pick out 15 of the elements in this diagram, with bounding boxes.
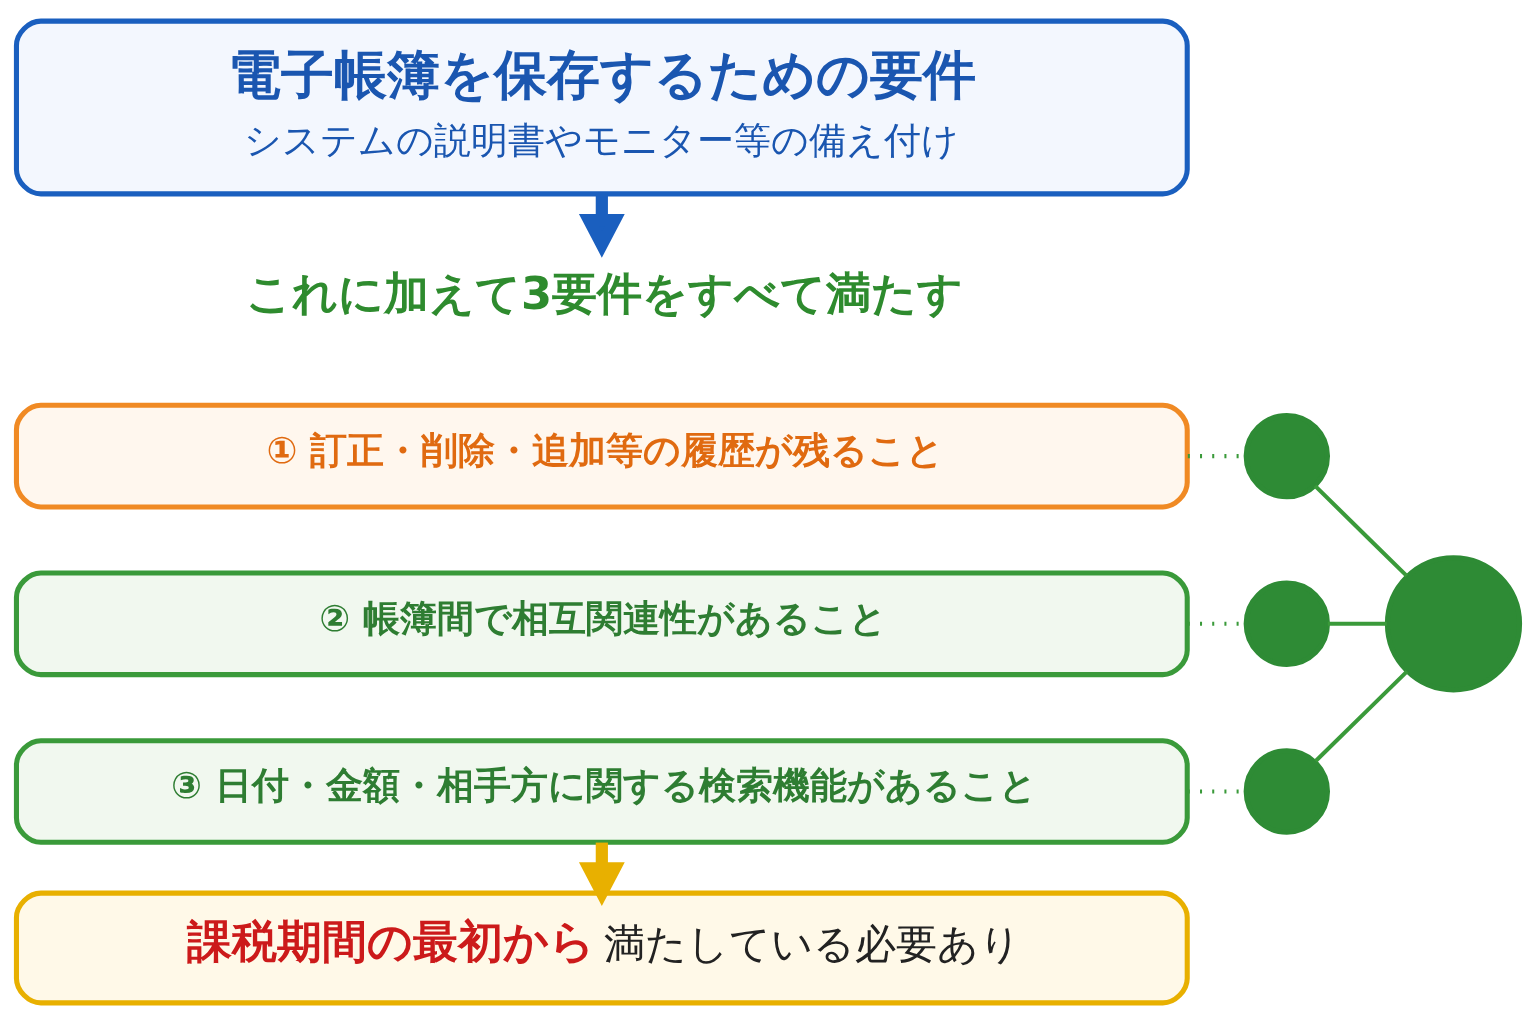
node-box: ③ 日付・金額・相手方に関する検索機能があること — [13, 738, 1190, 845]
node-box: ② 帳簿間で相互関連性があること — [13, 570, 1190, 678]
arrow — [578, 194, 625, 258]
arrow — [578, 842, 625, 906]
node-circle — [1243, 412, 1330, 500]
connector — [1314, 669, 1409, 763]
node-box: 電子帳簿を保存するための要件 システムの説明書やモニター等の備え付け — [13, 18, 1190, 197]
node-circle — [1384, 555, 1523, 693]
node-box: ① 訂正・削除・追加等の履歴が残ること — [13, 402, 1190, 510]
connector — [1327, 621, 1387, 626]
connector — [1313, 484, 1409, 578]
node-text: これに加えて3要件をすべて満たす — [246, 266, 964, 320]
node-circle — [1243, 748, 1330, 835]
node-circle — [1243, 580, 1330, 667]
node-box: 課税期間の最初から 満たしている必要あり — [13, 890, 1190, 1006]
